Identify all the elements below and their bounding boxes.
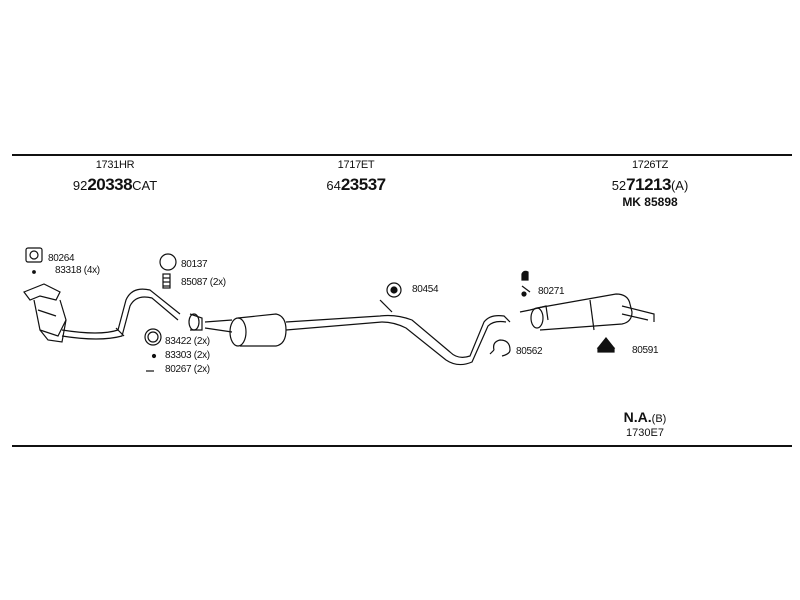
part-label-80271[interactable]: 80271 — [538, 286, 565, 297]
bottom-divider — [12, 445, 792, 447]
part-label-80591[interactable]: 80591 — [632, 345, 659, 356]
group-code: 1726TZ — [631, 159, 669, 171]
part-label-85087[interactable]: 85087 (2x) — [181, 277, 226, 288]
seal-ring-icon — [159, 253, 177, 271]
rubber-hanger-icon — [521, 270, 531, 297]
group-header-middle: 1717ET 6423537 — [296, 159, 416, 194]
part-label-80454[interactable]: 80454 — [412, 284, 439, 295]
pipe-clamp-icon — [386, 282, 402, 298]
front-pipe-icon — [61, 288, 181, 334]
part-number[interactable]: 6423537 — [326, 175, 386, 194]
part-number[interactable]: 5271213(A) — [611, 175, 689, 194]
front-pipe-icon — [61, 296, 179, 340]
group-code: 1731HR — [95, 159, 135, 171]
bolt-icon — [32, 270, 36, 274]
seal-ring-icon — [144, 328, 162, 346]
middle-muffler-icon — [204, 299, 511, 366]
rear-muffler-icon — [519, 293, 655, 331]
catalytic-converter-icon — [23, 283, 67, 343]
part-label-83303[interactable]: 83303 (2x) — [165, 350, 210, 361]
pipe-clamp-icon — [489, 339, 511, 357]
spring-icon — [162, 273, 171, 289]
na-code[interactable]: 1730E7 — [626, 427, 664, 439]
not-available-note: N.A.(B) 1730E7 — [600, 410, 690, 439]
part-label-80267[interactable]: 80267 (2x) — [165, 364, 210, 375]
part-label-83422[interactable]: 83422 (2x) — [165, 336, 210, 347]
kit-number[interactable]: MK 85898 — [622, 195, 678, 209]
part-label-80562[interactable]: 80562 — [516, 346, 543, 357]
part-number[interactable]: 9220338CAT — [72, 175, 158, 194]
top-divider — [12, 154, 792, 156]
part-label-80264[interactable]: 80264 — [48, 253, 75, 264]
group-header-front: 1731HR 9220338CAT — [55, 159, 175, 194]
flange-gasket-icon — [25, 247, 43, 263]
pipe-clamp-icon — [188, 313, 203, 331]
na-label: N.A.(B) — [623, 409, 667, 425]
part-label-83318[interactable]: 83318 (4x) — [55, 265, 100, 276]
bolt-icon — [151, 353, 157, 359]
mounting-bracket-icon — [596, 337, 616, 353]
part-label-80137[interactable]: 80137 — [181, 259, 208, 270]
group-code: 1717ET — [337, 159, 375, 171]
group-header-rear: 1726TZ 5271213(A) MK 85898 — [585, 159, 715, 209]
